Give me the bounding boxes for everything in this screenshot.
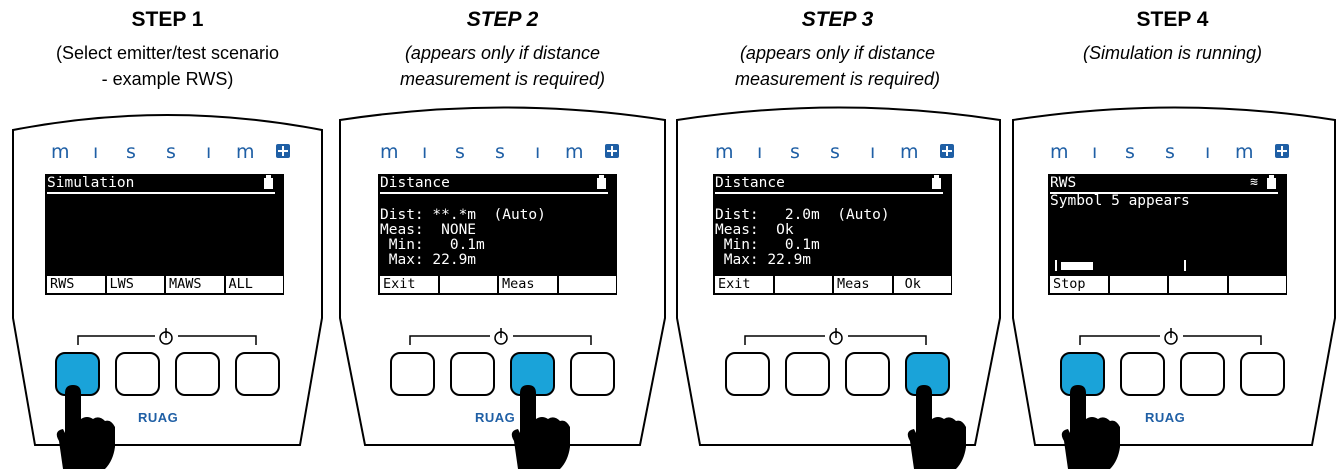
- step-2-panel: STEP 2 (appears only if distance measure…: [335, 0, 670, 473]
- ruag-logo: RUAG: [138, 410, 179, 425]
- hardware-button-4[interactable]: [570, 352, 615, 396]
- softkey-bar: Stop: [1050, 276, 1286, 293]
- plus-icon: [940, 144, 954, 158]
- softkey-exit[interactable]: Exit: [715, 276, 773, 293]
- screen-line: Min: 0.1m: [715, 237, 820, 253]
- lcd-screen: Distance Dist: 2.0m (Auto) Meas: Ok Min:…: [713, 174, 952, 295]
- step-title: STEP 3: [801, 8, 874, 31]
- screen-line: Meas: Ok: [715, 222, 794, 238]
- softkey-meas[interactable]: Meas: [499, 276, 557, 293]
- button-row: [55, 352, 285, 398]
- screen-line: Symbol 5 appears: [1050, 193, 1190, 209]
- softkey-all[interactable]: ALL: [225, 276, 283, 293]
- hardware-button-2[interactable]: [115, 352, 160, 396]
- lcd-screen: Simulation RWS LWS MAWS ALL: [45, 174, 284, 295]
- screen-line: Dist: **.*m (Auto): [380, 207, 546, 223]
- screen-header: Distance: [380, 175, 608, 194]
- hardware-button-3[interactable]: [845, 352, 890, 396]
- hardware-button-2[interactable]: [450, 352, 495, 396]
- softkey-empty[interactable]: [774, 276, 832, 293]
- battery-icon: [597, 175, 606, 189]
- signal-icon: ≋: [1250, 175, 1258, 190]
- lcd-screen: RWS ≋ Symbol 5 appears Stop: [1048, 174, 1287, 295]
- pointing-hand-icon: [907, 385, 966, 469]
- pointing-hand-icon: [511, 385, 570, 469]
- pointing-hand-icon: [1061, 385, 1120, 469]
- softkey-exit[interactable]: Exit: [380, 276, 438, 293]
- softkey-maws[interactable]: MAWS: [166, 276, 224, 293]
- battery-icon: [1267, 175, 1276, 189]
- power-icon: [1164, 328, 1178, 345]
- plus-icon: [605, 144, 619, 158]
- hardware-button-4[interactable]: [1240, 352, 1285, 396]
- hardware-button-2[interactable]: [1120, 352, 1165, 396]
- button-row: [1060, 352, 1290, 398]
- step-1-panel: STEP 1 (Select emitter/test scenario - e…: [0, 0, 335, 473]
- hardware-button-1[interactable]: [725, 352, 770, 396]
- softkey-lws[interactable]: LWS: [106, 276, 164, 293]
- hardware-button-1[interactable]: [390, 352, 435, 396]
- softkey-ok[interactable]: Ok: [893, 276, 951, 293]
- hardware-button-2[interactable]: [785, 352, 830, 396]
- screen-line: Min: 0.1m: [380, 237, 485, 253]
- screen-header: RWS ≋: [1050, 175, 1278, 194]
- softkey-bar: RWS LWS MAWS ALL: [47, 276, 283, 293]
- screen-line: Meas: NONE: [380, 222, 477, 238]
- softkey-bar: Exit Meas: [380, 276, 616, 293]
- battery-icon: [264, 175, 273, 189]
- softkey-bar: Exit Meas Ok: [715, 276, 951, 293]
- softkey-empty[interactable]: [1109, 276, 1167, 293]
- screen-line: Dist: 2.0m (Auto): [715, 207, 890, 223]
- step-subtitle: (appears only if distance measurement is…: [734, 43, 941, 89]
- step-title: STEP 1: [131, 8, 204, 31]
- softkey-empty[interactable]: [558, 276, 616, 293]
- step-subtitle: (Simulation is running): [1082, 43, 1263, 63]
- plus-icon: [1275, 144, 1289, 158]
- softkey-meas[interactable]: Meas: [834, 276, 892, 293]
- hardware-button-4[interactable]: [235, 352, 280, 396]
- step-3-panel: STEP 3 (appears only if distance measure…: [670, 0, 1005, 473]
- button-row: [725, 352, 955, 398]
- pointing-hand-icon: [56, 385, 115, 469]
- step-title: STEP 4: [1136, 8, 1209, 31]
- step-subtitle: (Select emitter/test scenario - example …: [55, 43, 280, 89]
- screen-header: Simulation: [47, 175, 275, 194]
- screen-line: Max: 22.9m: [715, 252, 812, 268]
- step-subtitle: (appears only if distance measurement is…: [399, 43, 606, 89]
- power-icon: [494, 328, 508, 345]
- power-icon: [829, 328, 843, 345]
- softkey-empty[interactable]: [439, 276, 497, 293]
- softkey-empty[interactable]: [1169, 276, 1227, 293]
- ruag-logo: RUAG: [1145, 410, 1186, 425]
- hardware-button-3[interactable]: [1180, 352, 1225, 396]
- softkey-empty[interactable]: [1228, 276, 1286, 293]
- lcd-screen: Distance Dist: **.*m (Auto) Meas: NONE M…: [378, 174, 617, 295]
- softkey-rws[interactable]: RWS: [47, 276, 105, 293]
- ruag-logo: RUAG: [475, 410, 516, 425]
- step-title: STEP 2: [466, 8, 539, 31]
- power-icon: [159, 328, 173, 345]
- plus-icon: [276, 144, 290, 158]
- screen-header: Distance: [715, 175, 943, 194]
- hardware-button-3[interactable]: [175, 352, 220, 396]
- screen-line: Max: 22.9m: [380, 252, 477, 268]
- softkey-stop[interactable]: Stop: [1050, 276, 1108, 293]
- battery-icon: [932, 175, 941, 189]
